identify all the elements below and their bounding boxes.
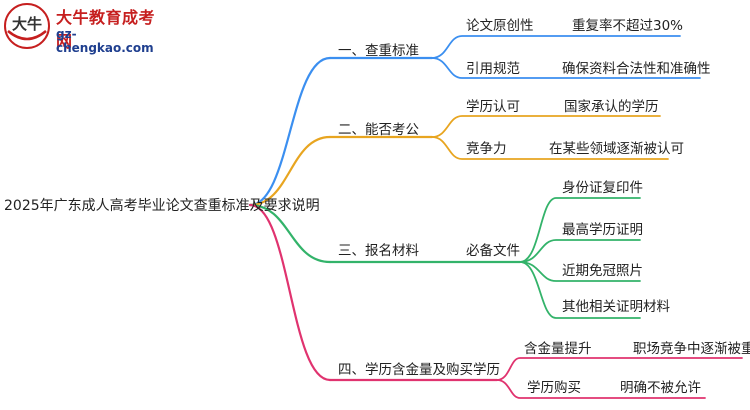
branch-3-doc-2-line: [519, 239, 641, 263]
branch-1-item-1-label: 论文原创性: [466, 18, 534, 34]
branch-2-item-1-line: [431, 115, 661, 138]
logo-glyph: 大牛: [12, 15, 42, 33]
branch-3-item-1-label: 必备文件: [466, 243, 520, 259]
branch-4-item-1-line: [496, 357, 743, 381]
root-to-branch-1-connector: [248, 56, 332, 207]
branch-3-doc-1: 身份证复印件: [562, 180, 643, 196]
branch-1-item-2-label: 引用规范: [466, 61, 520, 77]
branch-3-doc-4-line: [519, 261, 641, 319]
root-to-branch-2-connector: [248, 135, 332, 207]
branch-2-label: 二、能否考公: [338, 122, 419, 138]
logo-title: 大牛教育成考网: [56, 8, 156, 51]
branch-1-item-2-line: [431, 57, 701, 79]
branch-4-item-2-label: 学历购买: [527, 380, 581, 396]
logo-badge-icon: 大牛: [4, 3, 50, 49]
branch-1-item-1-value: 重复率不超过30%: [572, 18, 684, 34]
site-logo[interactable]: 大牛 大牛教育成考网 gz-chengkao.com: [0, 0, 170, 55]
branch-4-item-1-label: 含金量提升: [524, 341, 592, 357]
root-topic: 2025年广东成人高考毕业论文查重标准及要求说明: [4, 198, 320, 214]
branch-1-item-1-line: [431, 35, 681, 59]
branch-2-item-1-value: 国家承认的学历: [564, 99, 659, 115]
branch-2-item-2-label: 竞争力: [466, 141, 507, 157]
branch-3-doc-3: 近期免冠照片: [562, 263, 643, 279]
branch-4-item-2-line: [496, 379, 706, 399]
branch-3-doc-4: 其他相关证明材料: [562, 299, 670, 315]
root-to-branch-3-connector: [248, 203, 332, 264]
branch-3-doc-2: 最高学历证明: [562, 222, 643, 238]
branch-4-item-2-value: 明确不被允许: [620, 380, 701, 396]
branch-4-item-1-value: 职场竞争中逐渐被重视: [633, 341, 750, 357]
branch-4-label: 四、学历含金量及购买学历: [338, 362, 500, 378]
branch-2-item-1-label: 学历认可: [466, 99, 520, 115]
branch-2-item-2-line: [431, 136, 669, 160]
branch-2-item-2-value: 在某些领域逐渐被认可: [549, 141, 684, 157]
root-to-branch-4-connector: [248, 203, 332, 382]
logo-url: gz-chengkao.com: [56, 27, 154, 55]
branch-1-label: 一、查重标准: [338, 43, 419, 59]
branch-3-doc-1-line: [519, 197, 641, 263]
branch-3-label: 三、报名材料: [338, 243, 419, 259]
branch-1-item-2-value: 确保资料合法性和准确性: [562, 61, 711, 77]
